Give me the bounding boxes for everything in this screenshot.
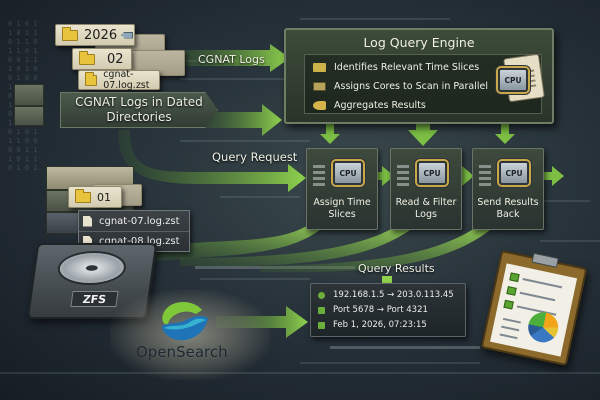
noise-line	[180, 78, 290, 80]
engine-feature-label: Assigns Cores to Scan in Parallel	[334, 81, 488, 92]
arrow-engine-down-2	[408, 118, 438, 146]
text-line	[499, 333, 518, 340]
tag-icon	[121, 31, 134, 39]
result-row: Feb 1, 2026, 07:23:15	[318, 320, 427, 330]
result-row: 192.168.1.5 → 203.0.113.45	[318, 290, 454, 300]
arrow-return-2	[180, 222, 410, 267]
text-line	[519, 291, 556, 302]
server-rack	[14, 84, 44, 106]
cpu-icon: CPU	[333, 161, 363, 185]
opensearch-logo-icon	[162, 302, 208, 341]
disk-platter	[55, 251, 129, 285]
folder-card-month[interactable]: 02	[72, 48, 132, 70]
network-icon	[318, 291, 325, 299]
folder-icon	[85, 71, 98, 86]
folder-card-day[interactable]: 01	[68, 186, 122, 208]
label-query-results: Query Results	[358, 262, 435, 275]
label-cgnat-logs: CGNAT Logs	[198, 53, 265, 66]
file-name: cgnat-07.log.zst	[103, 69, 150, 91]
cpu-icon: CPU	[417, 161, 447, 185]
port-icon	[318, 306, 325, 314]
folder-icon	[313, 63, 326, 72]
engine-title: Log Query Engine	[363, 35, 475, 50]
noise-line	[0, 372, 600, 374]
arrow-return-3	[260, 222, 490, 273]
log-lines-icon	[479, 165, 491, 187]
noise-line	[330, 346, 480, 349]
result-row: Port 5678 → Port 4321	[318, 305, 428, 315]
engine-feature: Assigns Cores to Scan in Parallel	[313, 81, 488, 92]
engine-feature: Aggregates Results	[313, 100, 426, 111]
checkbox-checked-icon	[509, 272, 520, 283]
log-query-engine-panel: Log Query Engine Identifies Relevant Tim…	[284, 28, 554, 124]
engine-feature-label: Aggregates Results	[334, 100, 426, 111]
cpu-icon: CPU	[498, 68, 528, 92]
opensearch-wordmark: OpenSearch	[136, 343, 228, 361]
step-label: Assign Time Slices	[313, 197, 371, 220]
arrow-engine-down-1	[320, 124, 340, 144]
text-line	[501, 325, 520, 332]
folder-name: 01	[97, 190, 111, 204]
noise-line	[520, 200, 590, 202]
log-lines-icon	[313, 165, 325, 187]
file-name: cgnat-07.log.zst	[99, 215, 180, 227]
result-text: Port 5678 → Port 4321	[333, 305, 428, 315]
file-item[interactable]: cgnat-08.log.zst	[79, 231, 189, 251]
noise-line	[200, 278, 310, 280]
label-dated-directories: CGNAT Logs in Dated Directories	[60, 92, 218, 128]
arrow-step-1-2	[368, 166, 394, 186]
noise-line	[180, 140, 310, 142]
report-paper	[490, 263, 578, 357]
result-text: Feb 1, 2026, 07:23:15	[333, 320, 427, 330]
arrow-dated-directories	[200, 104, 282, 136]
coin-icon	[313, 101, 326, 110]
checkbox-checked-icon	[503, 299, 514, 310]
text-line	[522, 278, 563, 289]
log-lines-icon	[397, 165, 409, 187]
noise-line	[540, 240, 600, 242]
step-assign-time-slices: CPU Assign Time Slices	[306, 148, 378, 230]
calendar-icon	[318, 321, 325, 329]
noise-line	[300, 18, 450, 20]
arrow-query-request	[118, 130, 306, 192]
engine-feature: Identifies Relevant Time Slices	[313, 62, 479, 73]
text-line	[502, 317, 521, 324]
folder-card-year[interactable]: 2026	[55, 24, 135, 46]
arrow-step-3-out	[530, 166, 564, 186]
server-rack	[14, 106, 44, 126]
folder-icon	[75, 188, 91, 203]
file-icon	[83, 236, 92, 247]
step-label: Send Results Back	[477, 197, 539, 220]
folder-name: 2026	[84, 27, 118, 43]
arrow-return-1	[150, 220, 322, 262]
result-text: 192.168.1.5 → 203.0.113.45	[333, 290, 454, 300]
file-name: cgnat-08.log.zst	[99, 236, 180, 247]
label-query-request: Query Request	[212, 150, 298, 164]
file-item[interactable]: cgnat-07.log.zst	[79, 211, 189, 231]
engine-feature-label: Identifies Relevant Time Slices	[334, 62, 480, 73]
cores-icon	[313, 82, 326, 91]
folder-icon	[62, 26, 78, 41]
file-icon	[83, 215, 92, 227]
step-read-filter-logs: CPU Read & Filter Logs	[390, 148, 462, 230]
folder-icon	[79, 50, 95, 65]
checkbox-checked-icon	[506, 286, 517, 296]
step-label: Read & Filter Logs	[395, 197, 457, 220]
noise-line	[300, 362, 480, 364]
file-card[interactable]: cgnat-07.log.zst	[78, 69, 160, 91]
query-results-panel: 192.168.1.5 → 203.0.113.45 Port 5678 → P…	[310, 283, 466, 337]
noise-line	[220, 196, 300, 198]
step-send-results-back: CPU Send Results Back	[472, 148, 544, 230]
cpu-icon: CPU	[499, 161, 529, 185]
arrow-engine-down-3	[495, 124, 515, 144]
arrow-cgnat-logs	[170, 44, 290, 72]
folder-name: 02	[107, 51, 124, 67]
